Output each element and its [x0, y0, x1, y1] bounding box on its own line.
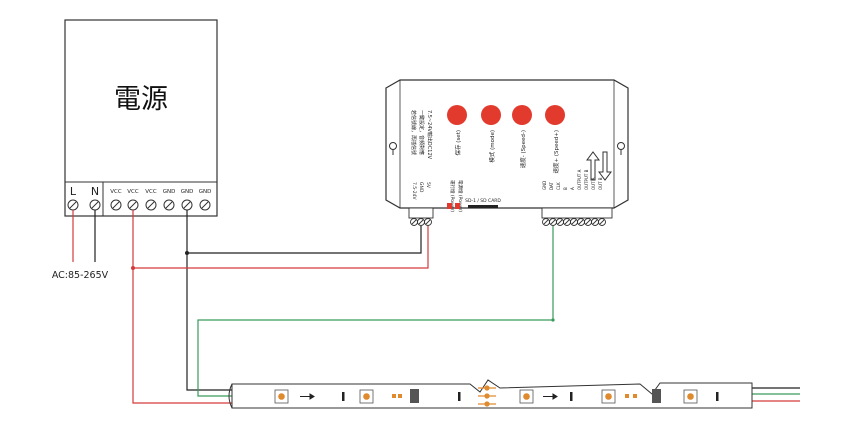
- wiring-lines: [132, 210, 800, 404]
- speed-up-button[interactable]: [545, 105, 565, 125]
- power-supply-title: 電源: [114, 84, 168, 115]
- controller: 若信號線，再插信號 一鍵設定，音頻對應 7.5~24V輸出DC12V 7.5-2…: [385, 79, 629, 212]
- terminal-screw-l: [67, 199, 79, 211]
- driver-ic: [652, 389, 661, 403]
- controller-note-2: 一鍵設定，音頻對應: [418, 110, 425, 155]
- power-pin-label-1: 7.5-24V: [411, 182, 417, 201]
- direction-arrow-icon: [300, 393, 315, 400]
- mode-button-label: 模式 (mode): [488, 130, 496, 163]
- terminal-label-vcc-3: VCC: [145, 189, 157, 195]
- set-button[interactable]: [447, 105, 467, 125]
- resistor: [392, 394, 396, 398]
- up-arrow-icon: [586, 151, 600, 181]
- controller-power-terminals: [410, 218, 432, 226]
- down-arrow-icon: [598, 151, 612, 181]
- out-pin-label-2: DAT: [549, 182, 554, 190]
- ac-input-label: AC:85-265V: [52, 270, 109, 281]
- controller-output-terminals: [542, 218, 606, 226]
- indicator-label-run: 運行燈 (Power): [449, 180, 456, 212]
- cut-pads: [478, 385, 496, 407]
- vcc-strip-wire: [132, 268, 232, 404]
- indicator-led-power: [455, 203, 460, 209]
- data-wire: [197, 226, 554, 397]
- terminal-screw-vcc-3: [145, 199, 157, 211]
- out-pin-label-9: OUT B: [598, 177, 603, 190]
- resistor: [625, 394, 629, 398]
- mounting-hole-left-icon: [389, 142, 397, 155]
- terminal-label-vcc-2: VCC: [127, 189, 139, 195]
- speed-up-button-label: 速度+ (Speed+): [552, 130, 560, 174]
- terminal-label-n: N: [91, 185, 99, 198]
- out-pin-label-8: OUT A: [591, 177, 596, 190]
- ac-input-wires: [72, 210, 96, 262]
- led-chip: [359, 389, 374, 404]
- direction-arrow-icon: [543, 393, 558, 400]
- terminal-label-gnd-3: GND: [199, 189, 212, 195]
- out-pin-label-4: B: [563, 187, 568, 190]
- mode-button[interactable]: [481, 105, 501, 125]
- controller-note-1: 若信號線，再插信號: [410, 110, 417, 155]
- out-pin-label-5: A: [570, 187, 575, 190]
- power-pin-label-3: 5V: [425, 182, 431, 189]
- mounting-hole-right-icon: [617, 142, 625, 155]
- indicator-label-power: 電源燈 (Power): [457, 180, 464, 212]
- vcc-wire: [132, 210, 429, 269]
- terminal-label-vcc-1: VCC: [110, 189, 122, 195]
- power-pin-label-2: GND: [418, 182, 424, 193]
- driver-ic: [410, 389, 419, 403]
- terminal-screw-vcc-1: [110, 199, 122, 211]
- sd-card-slot[interactable]: [468, 205, 498, 208]
- gnd-strip-wire: [186, 253, 232, 391]
- speed-down-button[interactable]: [512, 105, 532, 125]
- out-pin-label-6: OUTPUT A: [577, 169, 582, 190]
- led-chip: [519, 389, 534, 404]
- terminal-label-gnd-2: GND: [181, 189, 194, 195]
- out-pin-label-7: OUTPUT B: [584, 169, 589, 190]
- power-supply: 電源 L N VCC VCC VCC GND GND GND: [64, 19, 218, 217]
- out-pin-label-3: CLK: [556, 182, 561, 190]
- terminal-label-l: L: [70, 185, 77, 198]
- terminal-screw-gnd-3: [199, 199, 211, 211]
- terminal-screw-vcc-2: [127, 199, 139, 211]
- speed-down-button-label: 速度- (Speed-): [519, 130, 527, 168]
- terminal-screw-gnd-1: [163, 199, 175, 211]
- led-chip: [683, 389, 698, 404]
- led-chip: [601, 389, 616, 404]
- gnd-wire: [186, 210, 422, 254]
- terminal-label-gnd-1: GND: [163, 189, 176, 195]
- led-strip: [228, 379, 753, 409]
- resistor: [633, 394, 637, 398]
- led-chip: [274, 389, 289, 404]
- terminal-screw-n: [89, 199, 101, 211]
- terminal-screw-gnd-2: [181, 199, 193, 211]
- indicator-led-run: [447, 203, 452, 209]
- set-button-label: 保存 (set): [454, 130, 462, 155]
- resistor: [398, 394, 402, 398]
- sd-slot-label: SD-1 / SD CARD: [465, 198, 501, 204]
- controller-note-3: 7.5~24V輸出DC12V: [426, 110, 433, 160]
- out-pin-label-1: GND: [542, 181, 547, 190]
